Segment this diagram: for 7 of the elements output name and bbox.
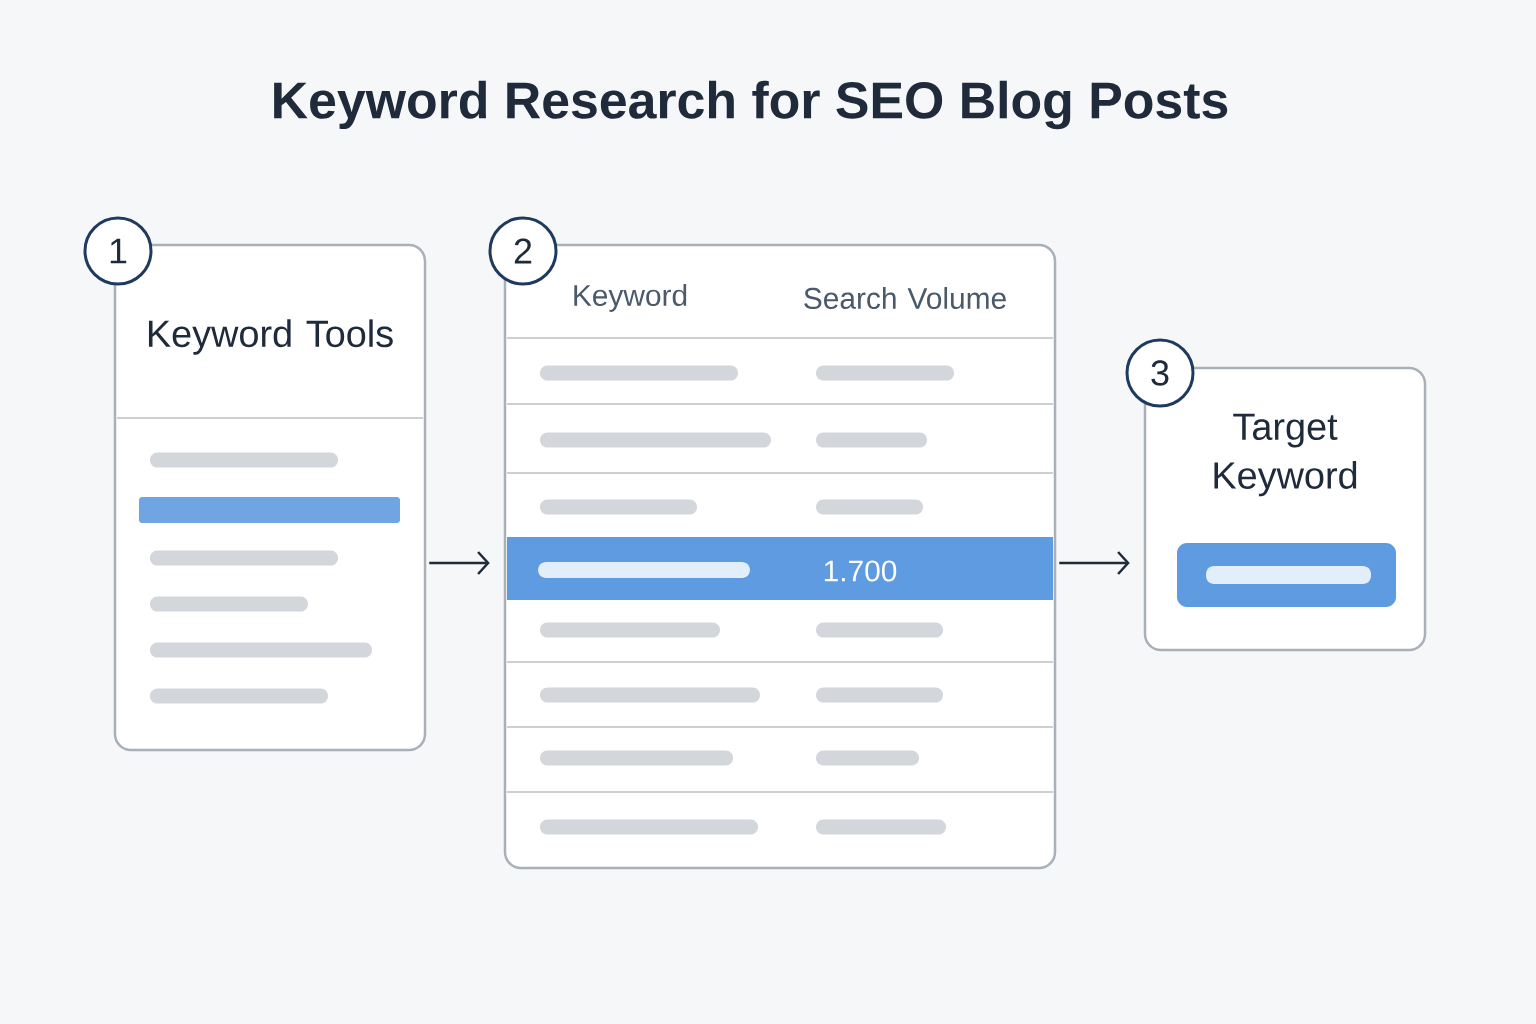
title: Keyword Research for SEO Blog Posts [274, 80, 1228, 130]
callout-number: 1 [83, 216, 153, 286]
arrow [1059, 551, 1130, 575]
callout-number: 2 [488, 216, 558, 286]
highlighted-row: 1.700 [507, 537, 1053, 600]
arrow [429, 551, 490, 575]
callout-number: 3 [1125, 338, 1195, 408]
